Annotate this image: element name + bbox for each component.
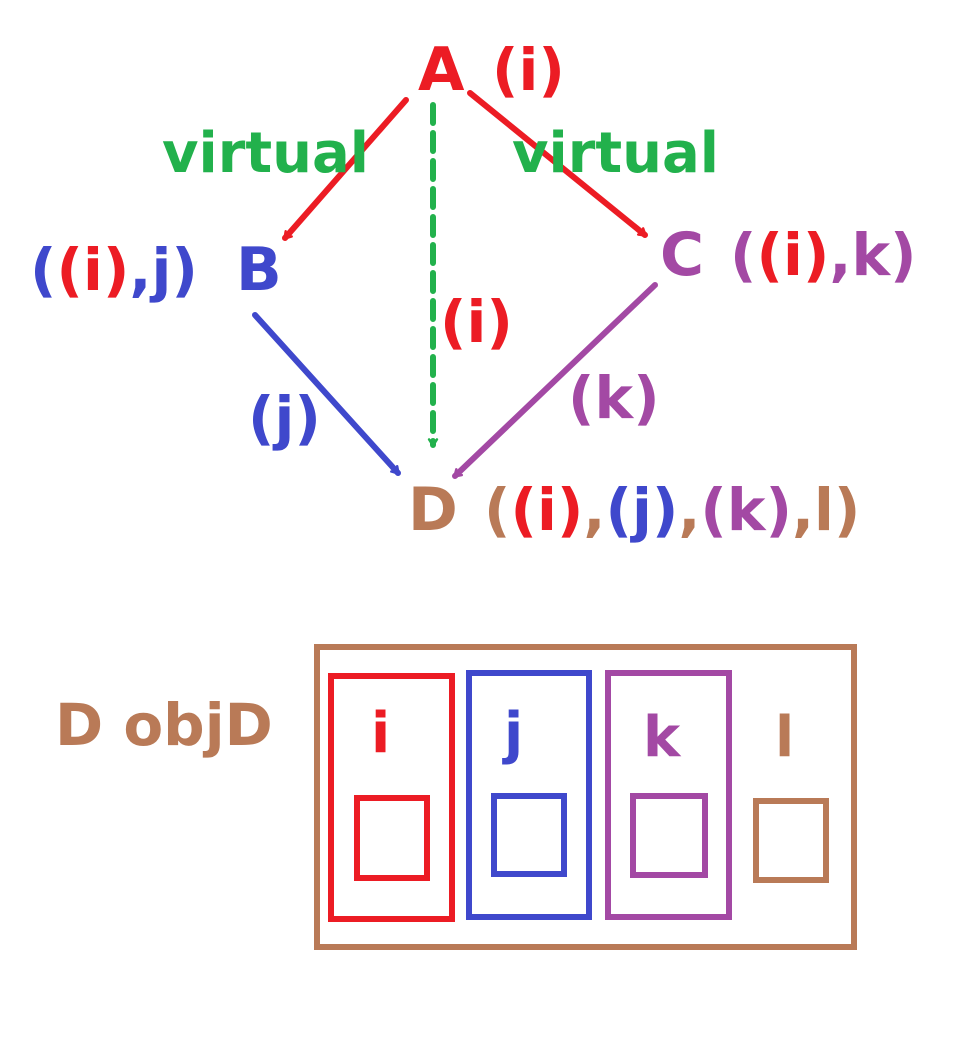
edge-label-a-to-c: virtual [512,121,719,186]
cell-i-label: i [371,701,390,766]
node-b-name: B [236,235,282,305]
node-d-name: D [408,475,458,545]
cell-l-slot [753,798,829,883]
node-c-members: ((i),k) [730,221,917,289]
cell-j-frame [466,670,592,920]
node-b-member: ,j) [129,236,197,304]
node-a-name: A [418,35,465,105]
node-d-member: (j) [605,476,678,544]
node-a-member: (i) [492,36,565,104]
node-b-members: ((i),j) [30,236,198,304]
cell-k-slot [630,793,708,878]
node-a-members: (i) [492,36,565,104]
node-c-name: C [660,220,704,290]
node-d-member: , [583,476,605,544]
node-b-member: (i) [57,236,130,304]
edge-label-b-to-d: (j) [248,384,321,452]
edge-a-to-c [467,90,648,238]
cell-k-label: k [643,705,682,770]
cell-i-frame [328,673,455,922]
object-outer-box [314,644,857,950]
edge-a-to-b [282,97,409,241]
node-d-members: ((i),(j),(k),l) [484,476,860,544]
node-c-member: (i) [757,221,830,289]
edge-label-c-to-d: (k) [568,364,660,432]
edge-label-a-to-d: (i) [440,288,513,356]
edge-c-to-d [452,282,658,479]
cell-j-label: j [502,701,523,766]
edge-label-a-to-b: virtual [162,121,369,186]
node-d-member: ,l) [792,476,860,544]
node-c-member: ( [730,221,757,289]
cell-l-label: l [775,705,794,770]
node-c-member: ,k) [829,221,916,289]
edge-b-to-d [252,312,401,476]
cell-k-frame [605,670,732,920]
node-d-member: , [678,476,700,544]
cell-i-slot [354,795,430,881]
node-d-member: (k) [700,476,792,544]
object-label: D objD [55,691,273,759]
node-d-member: (i) [511,476,584,544]
cell-j-slot [491,793,567,877]
node-d-member: ( [484,476,511,544]
node-b-member: ( [30,236,57,304]
